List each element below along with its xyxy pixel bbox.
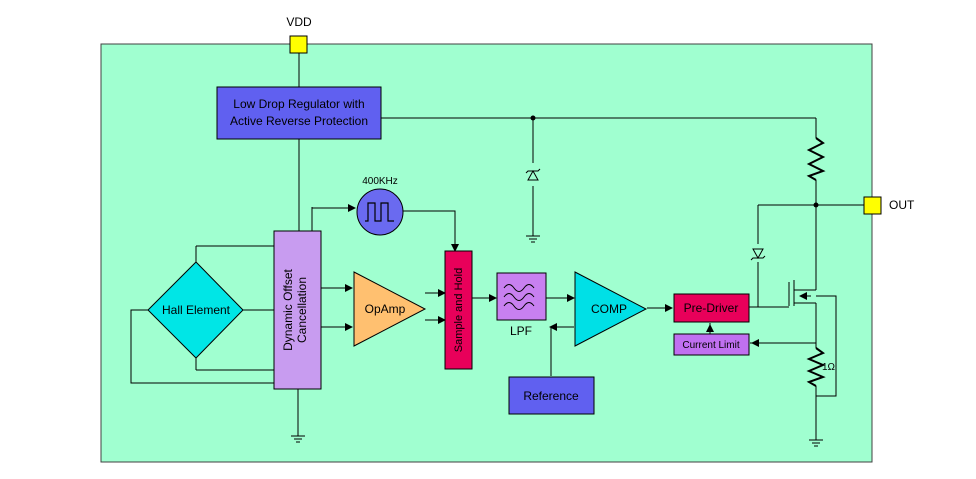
pull-up-resistor (806, 137, 826, 181)
ground-symbol-offset (291, 435, 305, 443)
lpf-label: LPF (510, 324, 532, 338)
reference-block (508, 376, 595, 415)
hall-element-label: Hall Element (162, 303, 231, 317)
offset-label-line2: Cancellation (295, 277, 309, 343)
ground-symbol-rail (526, 235, 540, 243)
comparator-block (574, 271, 648, 347)
square-wave-icon (365, 202, 394, 222)
hall-element-block (147, 261, 244, 359)
oscillator-frequency-label: 400KHz (362, 176, 398, 187)
offset-label-line1: Dynamic Offset (281, 268, 295, 350)
vdd-label: VDD (286, 15, 312, 29)
regulator-label-line2: Active Reverse Protection (230, 114, 368, 128)
pre-driver-label: Pre-Driver (684, 301, 739, 315)
dynamic-offset-block (273, 230, 322, 390)
zener-diode-gate (750, 248, 766, 261)
sense-resistor (806, 347, 826, 387)
filter-wave-icon (503, 284, 535, 310)
opamp-label: OpAmp (365, 302, 406, 316)
comparator-label: COMP (591, 302, 627, 316)
sample-and-hold-label: Sample and Hold (453, 268, 465, 352)
ground-symbol-output (809, 439, 823, 447)
zener-diode-rail (525, 168, 541, 181)
out-label: OUT (889, 198, 915, 212)
reference-label: Reference (523, 389, 579, 403)
regulator-label-line1: Low Drop Regulator with (233, 97, 364, 111)
opamp-block (353, 271, 427, 347)
current-limit-label: Current Limit (682, 340, 739, 351)
lpf-block (496, 272, 547, 321)
junction-dots (530, 115, 819, 208)
vdd-pin (289, 35, 308, 54)
sample-and-hold-block (444, 250, 473, 370)
oscillator-block (356, 188, 404, 236)
current-limit-block (673, 333, 750, 356)
sense-resistor-label: 1Ω (822, 362, 836, 373)
low-drop-regulator-block (216, 86, 382, 140)
pre-driver-block (673, 293, 750, 323)
arrows (312, 204, 811, 347)
out-pin (863, 196, 882, 215)
